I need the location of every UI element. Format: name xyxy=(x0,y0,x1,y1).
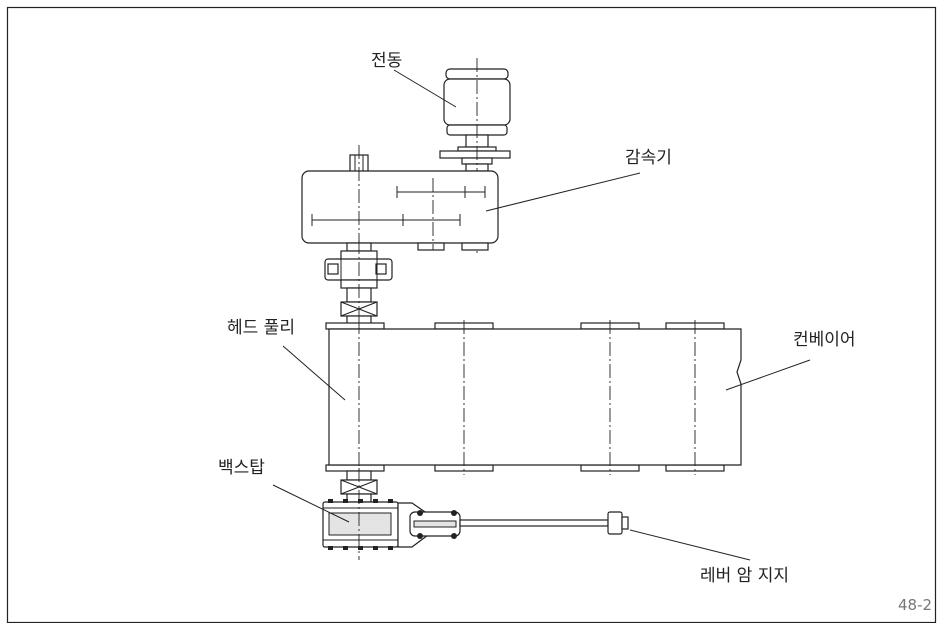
leader-lever-arm-support xyxy=(629,529,751,561)
leader-motor xyxy=(393,69,457,108)
motor xyxy=(439,58,511,255)
label-conveyor: 컨베이어 xyxy=(793,330,856,350)
label-reducer: 감속기 xyxy=(625,148,672,168)
label-head-pulley: 헤드 풀리 xyxy=(227,318,295,338)
label-motor: 전동 xyxy=(371,51,402,71)
leader-backstop xyxy=(272,484,350,523)
leader-head-pulley xyxy=(282,345,346,401)
reducer xyxy=(301,145,499,252)
label-lever-arm-support: 레버 암 지지 xyxy=(700,566,789,586)
leader-conveyor xyxy=(725,359,811,391)
drive-shaft-assembly xyxy=(324,240,393,330)
lever-arm xyxy=(459,511,629,535)
conveyor-belt xyxy=(325,320,742,475)
label-backstop: 백스탑 xyxy=(218,458,265,478)
leader-reducer xyxy=(485,172,641,212)
figure-number: 48-2 xyxy=(898,596,932,614)
backstop-assembly xyxy=(322,468,461,560)
